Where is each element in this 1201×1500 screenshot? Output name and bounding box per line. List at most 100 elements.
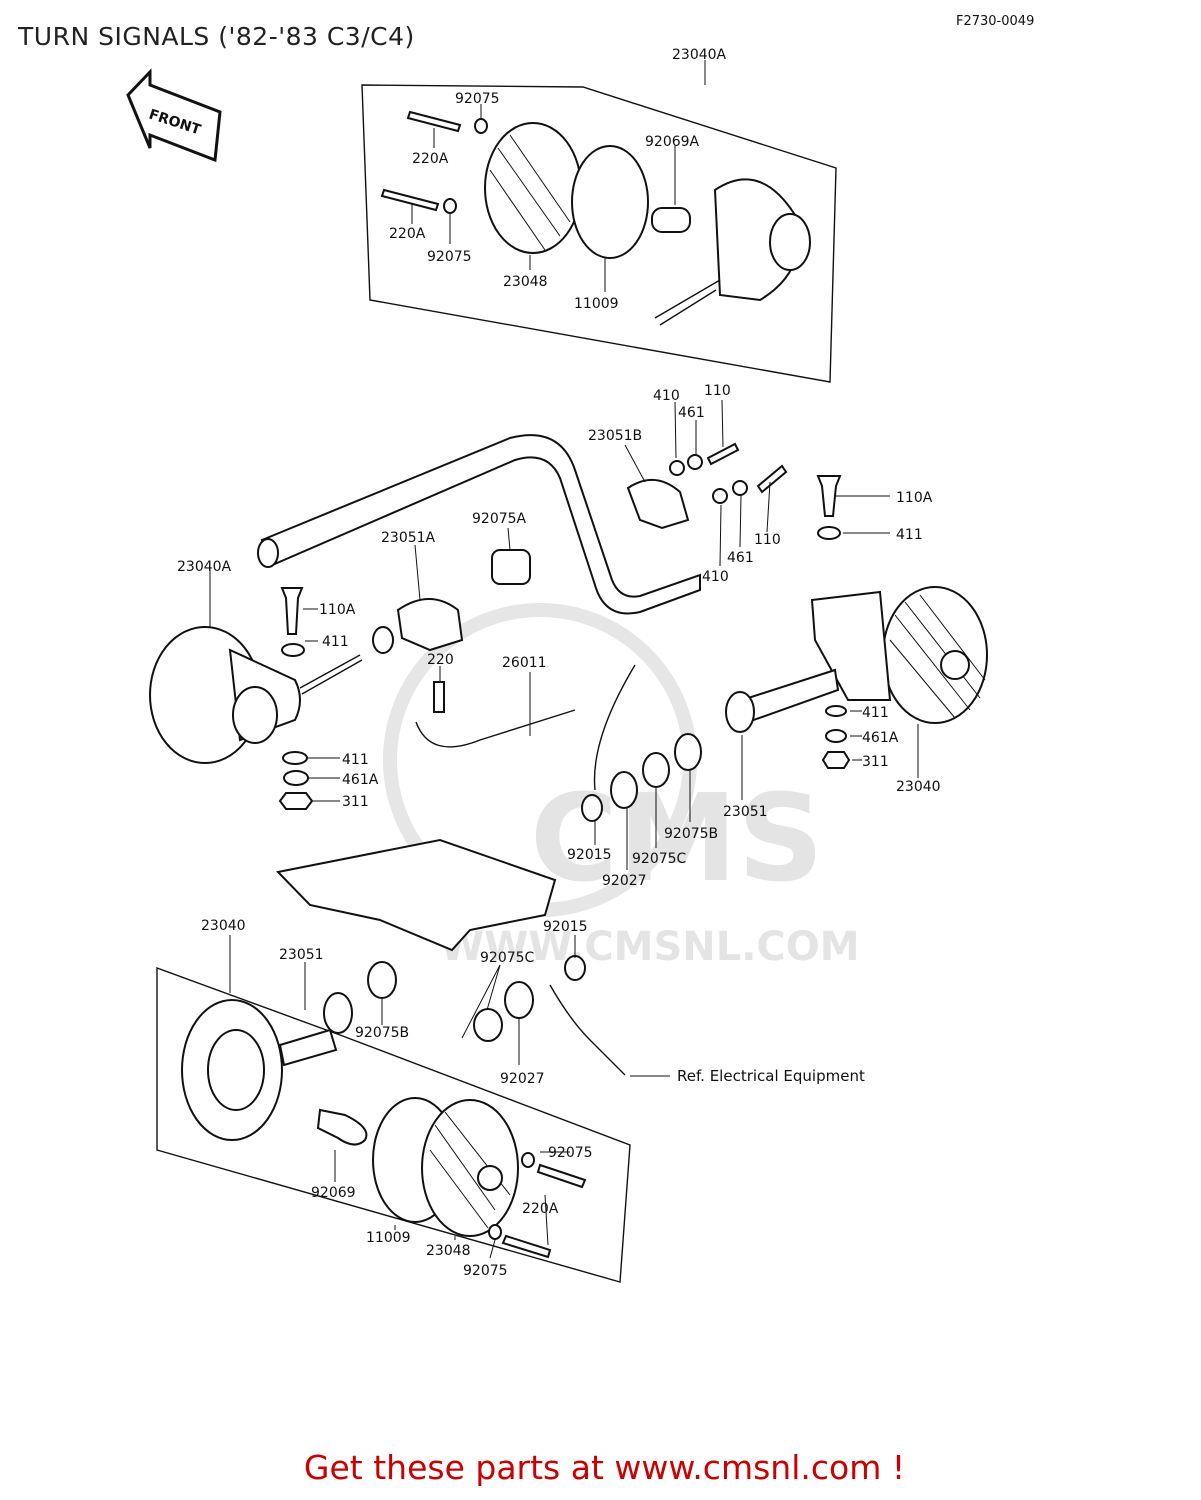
- wire-ref: [549, 984, 626, 1076]
- nut-311-lb: [278, 792, 314, 810]
- callout-23051-b: 23051: [279, 947, 324, 963]
- washer-461A-lb: [283, 770, 309, 786]
- rear-frame-bracket: [276, 838, 557, 952]
- callout-92075-t1: 92075: [455, 91, 500, 107]
- callout-311-lb: 311: [342, 794, 369, 810]
- callout-23040-r: 23040: [896, 779, 941, 795]
- watermark-url: WWW.CMSNL.COM: [440, 924, 860, 970]
- clamp-23051B: [626, 479, 690, 530]
- callout-220A-b: 220A: [522, 1201, 559, 1217]
- bulb-92069: [316, 1108, 368, 1146]
- callout-461A-rb: 461A: [862, 730, 899, 746]
- washer-92075-t1: [474, 118, 488, 134]
- screw-220A-b2: [501, 1234, 552, 1259]
- callout-23051B: 23051B: [588, 428, 642, 444]
- handlebar: [260, 434, 701, 615]
- lens-23040-r: [882, 586, 988, 724]
- grommet-92027-b: [504, 981, 534, 1019]
- nut-92015-m: [581, 794, 603, 822]
- footer-cta-text: Get these parts at www.cmsnl.com !: [303, 1448, 906, 1487]
- wire-26011: [415, 709, 576, 748]
- page-title: TURN SIGNALS ('82-'83 C3/C4): [18, 22, 415, 51]
- callout-11009-b: 11009: [366, 1230, 411, 1246]
- callout-92015-m: 92015: [567, 847, 612, 863]
- screw-220A-t2: [380, 188, 440, 212]
- callout-92027-b: 92027: [500, 1071, 545, 1087]
- reference-note: Ref. Electrical Equipment: [677, 1067, 865, 1085]
- callout-110A-r: 110A: [896, 490, 933, 506]
- bolt-110A-l: [280, 587, 304, 635]
- bolt-110-b: [756, 464, 788, 494]
- callout-23040A-left: 23040A: [177, 559, 232, 575]
- callout-411-lb: 411: [342, 752, 369, 768]
- leader-lines: [209, 60, 919, 1259]
- grommet-92075B-r: [674, 733, 702, 771]
- grommet-92027-m: [610, 771, 638, 809]
- bolt-110A-r: [816, 475, 842, 517]
- washer-410-a: [669, 460, 685, 476]
- clamp-hardware: [372, 442, 842, 654]
- callout-23040A-top: 23040A: [672, 47, 727, 63]
- washer-92075-t2: [443, 198, 457, 214]
- right-signal-assembly: [581, 586, 988, 822]
- callout-92075-t2: 92075: [427, 249, 472, 265]
- washer-461A-rb: [825, 729, 847, 743]
- callout-92075B-r: 92075B: [664, 826, 718, 842]
- callout-411-l: 411: [322, 634, 349, 650]
- washer-92075-b2: [488, 1224, 502, 1240]
- callout-110-b: 110: [754, 532, 781, 548]
- callout-92027-m: 92027: [602, 873, 647, 889]
- callout-410-a: 410: [653, 388, 680, 404]
- left-signal-assembly: [149, 587, 576, 810]
- callouts: 23040A 92075 92069A 220A 220A 92075 2304…: [177, 47, 941, 1279]
- gasket-11009-top: [571, 145, 649, 259]
- watermark-brand: CMS: [530, 770, 824, 909]
- stem-23051-b: [278, 1028, 338, 1067]
- washer-411-lb: [282, 751, 308, 765]
- callout-311-rb: 311: [862, 754, 889, 770]
- nut-311-rb: [821, 751, 851, 769]
- callout-92075B-b: 92075B: [355, 1025, 409, 1041]
- callout-220A-t2: 220A: [389, 226, 426, 242]
- callout-26011: 26011: [502, 655, 547, 671]
- bottom-exploded-panel: [156, 966, 631, 1283]
- drawing-code: F2730-0049: [956, 14, 1035, 29]
- callout-461-b: 461: [727, 550, 754, 566]
- bottom-assembly: [181, 955, 626, 1259]
- callout-92069A: 92069A: [645, 134, 700, 150]
- callout-92075C-m: 92075C: [632, 851, 687, 867]
- callout-461A-lb: 461A: [342, 772, 379, 788]
- callout-92069: 92069: [311, 1185, 356, 1201]
- spacer-92075A: [491, 549, 531, 585]
- callout-92075C-b: 92075C: [480, 950, 535, 966]
- grommet-92075B-b: [367, 961, 397, 999]
- screw-220: [433, 681, 445, 713]
- callout-23051-r: 23051: [723, 804, 768, 820]
- top-lens-assembly: [380, 110, 811, 326]
- footer-cta[interactable]: Get these parts at www.cmsnl.com !: [0, 1448, 1201, 1487]
- screw-220A-b1: [536, 1163, 587, 1189]
- callout-92015-b: 92015: [543, 919, 588, 935]
- screw-220A-t1: [406, 110, 462, 133]
- callout-92075-b1: 92075: [548, 1145, 593, 1161]
- lens-23048-b: [421, 1099, 519, 1237]
- callout-23048-top: 23048: [503, 274, 548, 290]
- callout-220: 220: [427, 652, 454, 668]
- callout-110A-l: 110A: [319, 602, 356, 618]
- callout-23051A: 23051A: [381, 530, 436, 546]
- top-exploded-panel: [361, 84, 837, 383]
- washer-411-l: [281, 643, 305, 657]
- callout-411-rb: 411: [862, 705, 889, 721]
- washer-411-rb: [825, 705, 847, 717]
- callout-220A-t1: 220A: [412, 151, 449, 167]
- callout-92075A: 92075A: [472, 511, 527, 527]
- nut-92015-b: [564, 955, 586, 981]
- washer-411-r: [817, 526, 841, 540]
- stem-23051-r: [740, 668, 840, 724]
- callout-110-a: 110: [704, 383, 731, 399]
- callout-410-b: 410: [702, 569, 729, 585]
- bulb-92069A: [651, 207, 691, 233]
- callout-23048-b: 23048: [426, 1243, 471, 1259]
- callout-92075-b2: 92075: [463, 1263, 508, 1279]
